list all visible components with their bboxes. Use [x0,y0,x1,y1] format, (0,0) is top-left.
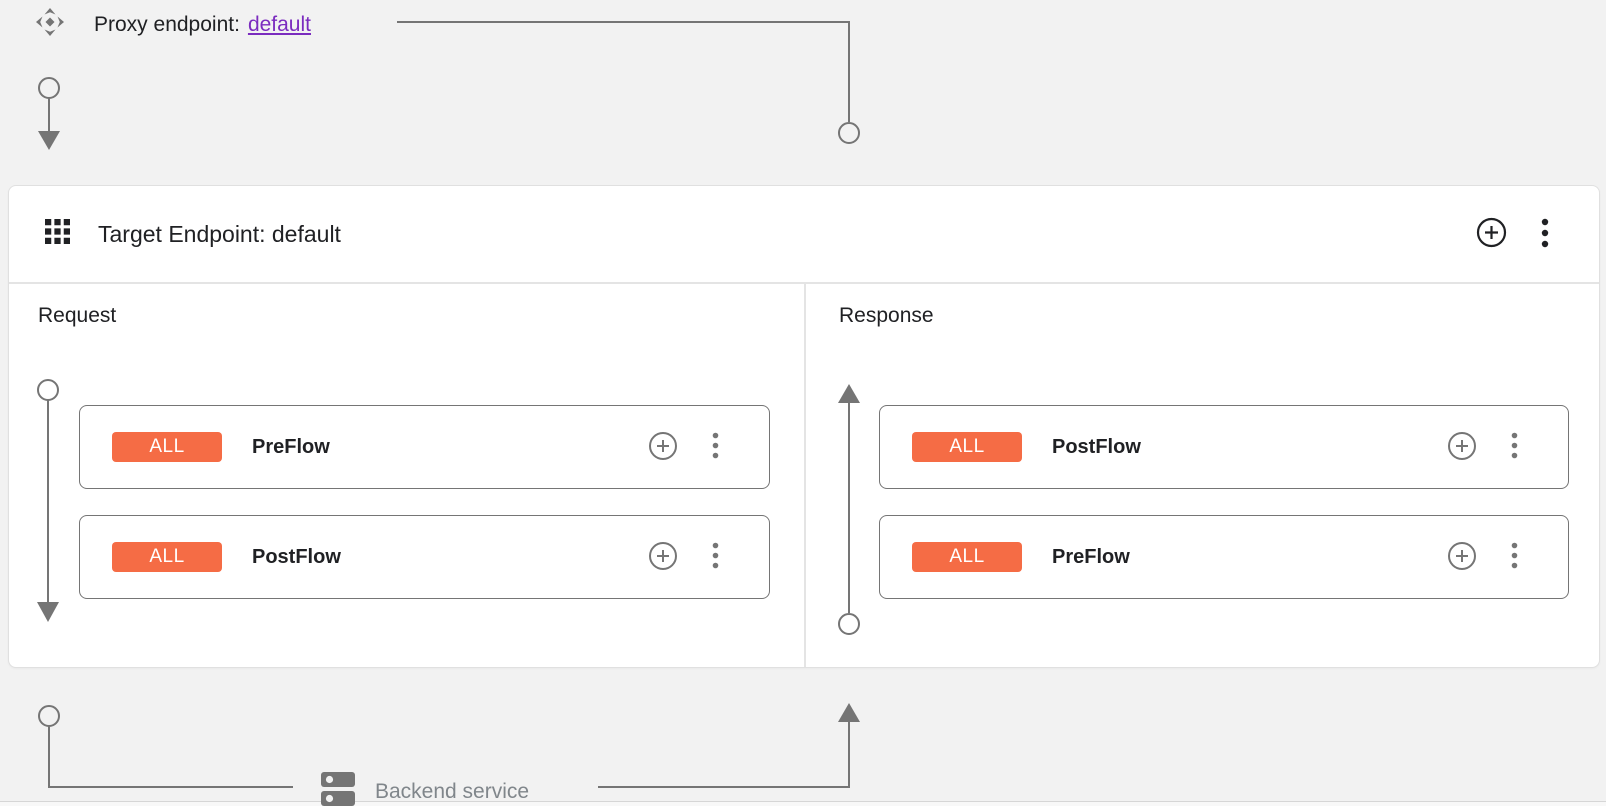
grid-3x3-icon [45,219,70,249]
target-endpoint-header: Target Endpoint: default [9,186,1599,282]
condition-badge: ALL [112,432,222,462]
flow-menu-button[interactable] [1511,432,1518,462]
target-endpoint-card: Target Endpoint: default [8,185,1600,668]
add-policy-button[interactable] [1447,431,1477,464]
plus-circle-icon [1476,217,1507,251]
response-panel-title: Response [839,304,934,327]
flow-name: PreFlow [252,435,330,458]
add-policy-button[interactable] [1447,541,1477,574]
proxy-endpoint-link[interactable]: default [247,12,311,36]
kebab-vertical-icon [712,542,719,572]
condition-badge: ALL [912,542,1022,572]
plus-circle-icon [1447,541,1477,574]
plus-circle-icon [648,541,678,574]
plus-circle-icon [1447,431,1477,464]
condition-badge: ALL [112,542,222,572]
add-flow-button[interactable] [1476,217,1507,251]
kebab-vertical-icon [1541,218,1549,251]
backend-to-response-connector [598,703,860,788]
request-preflow-card[interactable]: ALL PreFlow [79,405,770,489]
canvas-bottom-edge [0,801,1606,806]
response-postflow-card[interactable]: ALL PostFlow [879,405,1569,489]
proxy-endpoint-row: Proxy endpoint: default [36,8,311,41]
kebab-vertical-icon [1511,542,1518,572]
kebab-vertical-icon [712,432,719,462]
flow-menu-button[interactable] [712,542,719,572]
request-to-backend-connector [38,705,293,788]
backend-service-row: Backend service [321,772,529,806]
proxy-request-out-connector [38,77,60,150]
backend-service-label: Backend service [375,779,530,803]
flow-name: PostFlow [1052,435,1141,458]
flow-menu-button[interactable] [712,432,719,462]
request-panel-title: Request [38,304,117,327]
request-postflow-card[interactable]: ALL PostFlow [79,515,770,599]
plus-circle-icon [648,431,678,464]
proxy-endpoint-label: Proxy endpoint: [94,12,240,36]
condition-badge: ALL [912,432,1022,462]
panel-divider [804,282,806,667]
flow-name: PreFlow [1052,545,1130,568]
proxy-endpoint-icon [36,8,64,41]
proxy-to-response-connector [397,21,860,144]
target-endpoint-title: Target Endpoint: default [98,220,341,247]
response-preflow-card[interactable]: ALL PreFlow [879,515,1569,599]
kebab-vertical-icon [1511,432,1518,462]
server-dns-icon [321,772,357,806]
flow-menu-button[interactable] [1511,542,1518,572]
add-policy-button[interactable] [648,541,678,574]
flow-name: PostFlow [252,545,341,568]
target-endpoint-menu-button[interactable] [1541,218,1549,251]
add-policy-button[interactable] [648,431,678,464]
